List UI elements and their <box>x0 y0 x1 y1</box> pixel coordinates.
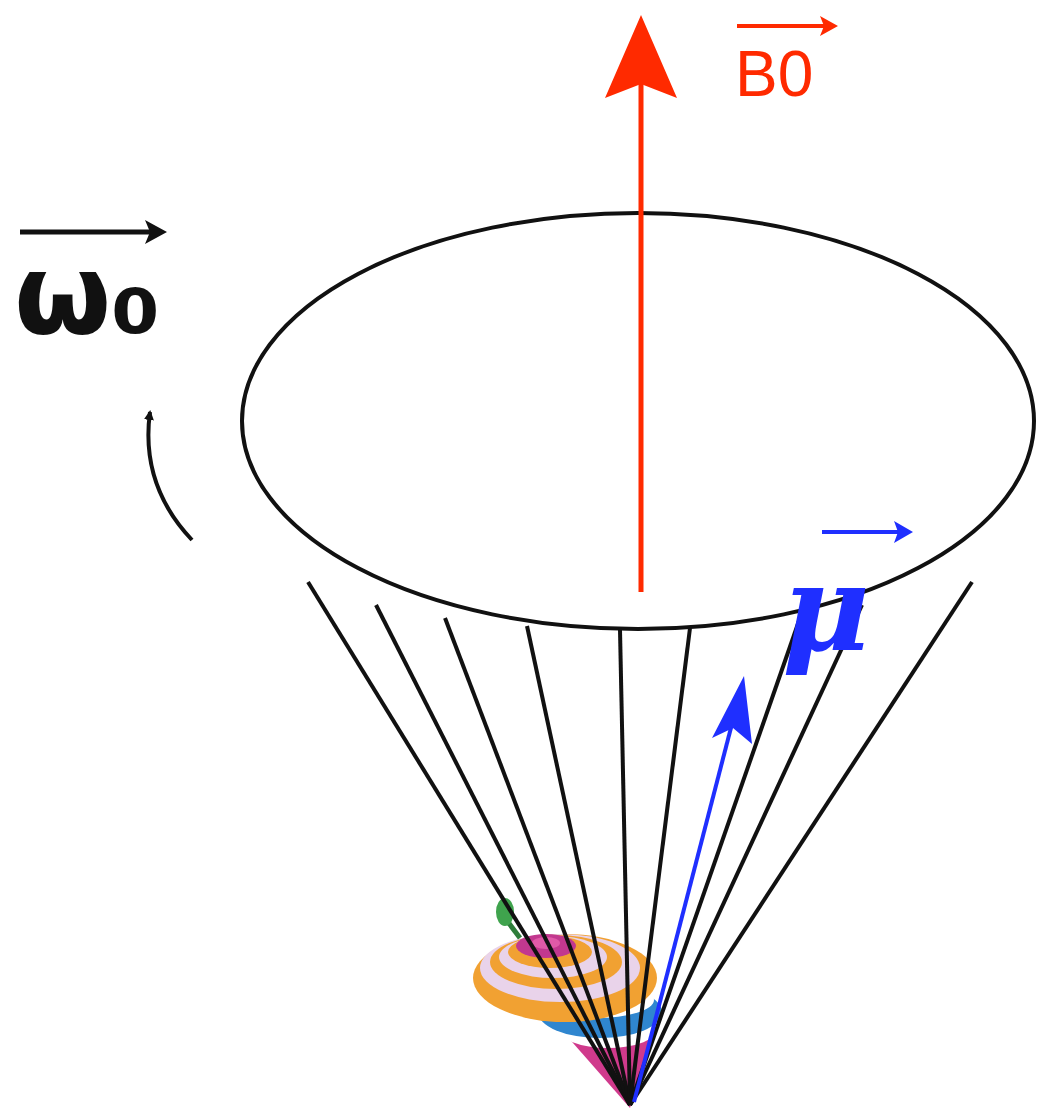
vector-accent-b0 <box>737 16 838 36</box>
label-anchor: ω₀ <box>14 238 160 350</box>
vector-accent-mu <box>822 521 913 543</box>
field-label: B0 <box>735 42 813 106</box>
moment-label: μ <box>782 548 870 668</box>
moment-arrowhead <box>712 676 752 744</box>
field-arrowhead <box>605 15 677 98</box>
label-anchor: μ <box>782 548 870 668</box>
moment-arrow <box>634 720 733 1102</box>
rotation-arrow <box>148 412 192 540</box>
field-arrow <box>639 80 644 592</box>
frequency-label: ω₀ <box>14 238 160 350</box>
precession-ellipse <box>242 213 1034 629</box>
cone-lines <box>308 582 972 1105</box>
label-anchor: B0 <box>735 42 813 106</box>
